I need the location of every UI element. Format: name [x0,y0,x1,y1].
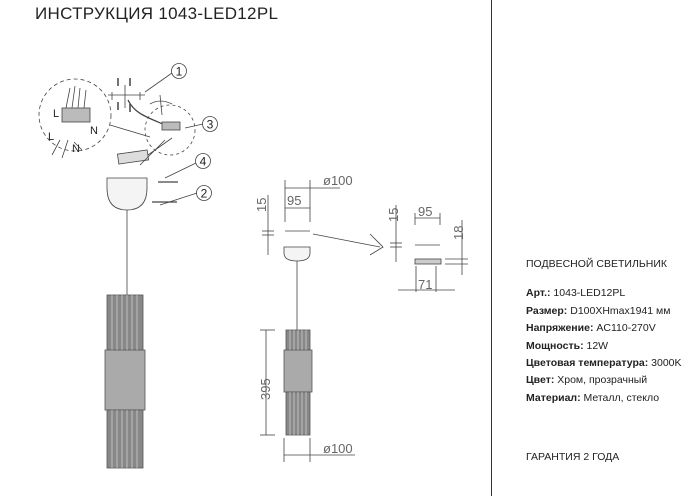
callout-4: 4 [195,153,211,169]
spec-voltage: Напряжение: AC110-270V [526,322,656,335]
terminal-detail-circle [144,104,196,156]
dim-shade-diameter: ø100 [323,441,353,456]
spec-color: Цвет: Хром, прозрачный [526,374,648,387]
label-l2: L [48,131,54,143]
product-type: ПОДВЕСНОЙ СВЕТИЛЬНИК [526,258,667,270]
spec-power: Мощность: 12W [526,339,609,352]
spec-size: Размер: D100XHmax1941 мм [526,304,671,317]
dim-canopy-diameter: ø100 [323,173,353,188]
spec-color-temperature: Цветовая температура: 3000K [526,357,682,370]
dim-bracket-hole-spacing: 71 [418,277,432,292]
warranty: ГАРАНТИЯ 2 ГОДА [526,451,620,463]
label-l: L [53,108,59,120]
dim-bracket-gap: 15 [386,208,401,222]
callout-2: 2 [196,185,212,201]
spec-article: Арт.: 1043-LED12PL [526,287,626,300]
dimension-drawing: ø100 95 15 95 15 18 71 395 ø100 [254,173,468,462]
assembly-diagram: 1 3 4 2 L N L N [38,63,218,295]
dim-bracket-height: 18 [451,226,466,240]
svg-text:2: 2 [201,187,208,201]
svg-text:3: 3 [207,118,214,132]
svg-text:1: 1 [176,65,183,79]
dim-shade-height: 395 [258,378,273,400]
divider [491,0,492,496]
svg-text:4: 4 [200,155,207,169]
page-title: ИНСТРУКЦИЯ 1043-LED12PL [35,4,279,23]
specifications: ПОДВЕСНОЙ СВЕТИЛЬНИК Арт.: 1043-LED12PL … [526,256,682,407]
callout-1: 1 [171,63,187,79]
callout-3: 3 [202,116,218,132]
label-n: N [90,125,98,137]
dim-bracket-width: 95 [418,204,432,219]
lamp-shade-left [104,294,146,469]
label-n2: N [72,143,80,155]
wiring-detail-circle [38,78,112,152]
dim-canopy-inner: 95 [287,193,301,208]
dim-canopy-gap: 15 [254,198,269,212]
spec-material: Материал: Металл, стекло [526,391,660,404]
